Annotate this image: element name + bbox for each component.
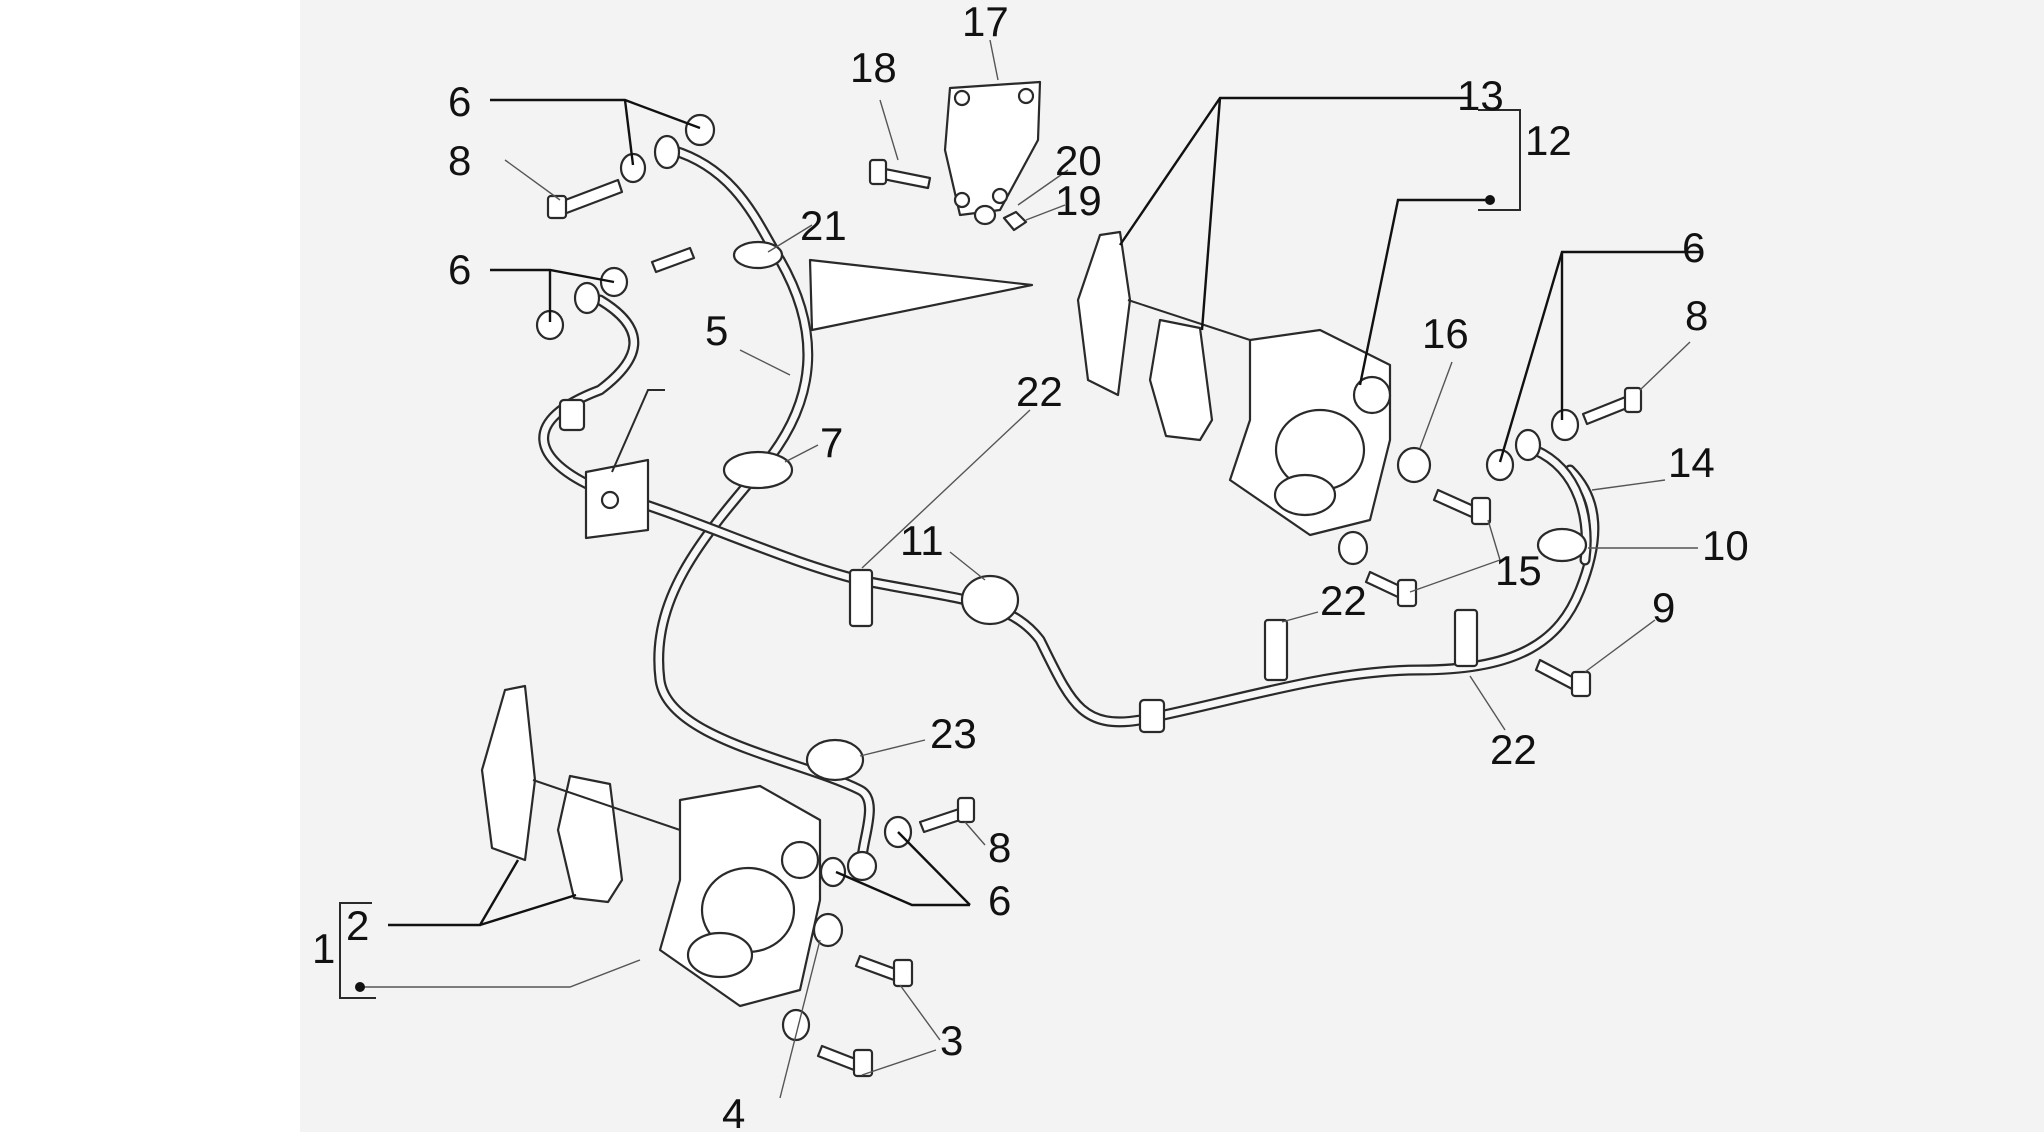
callout-16: 16	[1422, 310, 1469, 357]
callout-18: 18	[850, 44, 897, 91]
callout-6-lower: 6	[988, 877, 1011, 924]
callout-22-upper: 22	[1016, 368, 1063, 415]
callout-21: 21	[800, 202, 847, 249]
callout-23: 23	[930, 710, 977, 757]
front-caliper-assembly	[480, 684, 822, 1008]
callout-labels: 17 18 6 8 20 19 21 6 5 7 22 13 12 6 8 16…	[312, 0, 1749, 1132]
callout-4: 4	[722, 1090, 745, 1132]
callout-6-top: 6	[448, 78, 471, 125]
hose-clamps	[722, 240, 1588, 782]
banjo-fittings	[558, 134, 1542, 882]
callout-2: 2	[346, 902, 369, 949]
leader-lines	[339, 39, 1700, 1099]
diagram-background	[300, 0, 2044, 1132]
callout-22-mid: 22	[1320, 577, 1367, 624]
callout-7: 7	[820, 419, 843, 466]
callout-20: 20	[1055, 137, 1102, 184]
callout-6-right: 6	[1682, 224, 1705, 271]
callout-9: 9	[1652, 584, 1675, 631]
callout-5: 5	[705, 307, 728, 354]
washers	[535, 113, 1580, 1042]
callout-22-lower: 22	[1490, 726, 1537, 773]
callout-1: 1	[312, 925, 335, 972]
bolts	[546, 158, 1643, 1078]
rear-caliper-assembly	[1076, 230, 1392, 537]
callout-8-right: 8	[1685, 292, 1708, 339]
callout-17: 17	[962, 0, 1009, 45]
callout-15: 15	[1495, 547, 1542, 594]
callout-19: 19	[1055, 177, 1102, 224]
callout-12: 12	[1525, 117, 1572, 164]
callout-13: 13	[1457, 72, 1504, 119]
callout-8-lower: 8	[988, 824, 1011, 871]
callout-10: 10	[1702, 522, 1749, 569]
callout-8-top: 8	[448, 137, 471, 184]
callout-14: 14	[1668, 439, 1715, 486]
hose-guides	[584, 258, 1034, 540]
callout-11: 11	[900, 517, 944, 564]
callout-6-mid: 6	[448, 246, 471, 293]
mounting-bracket	[943, 80, 1042, 232]
callout-3: 3	[940, 1017, 963, 1064]
